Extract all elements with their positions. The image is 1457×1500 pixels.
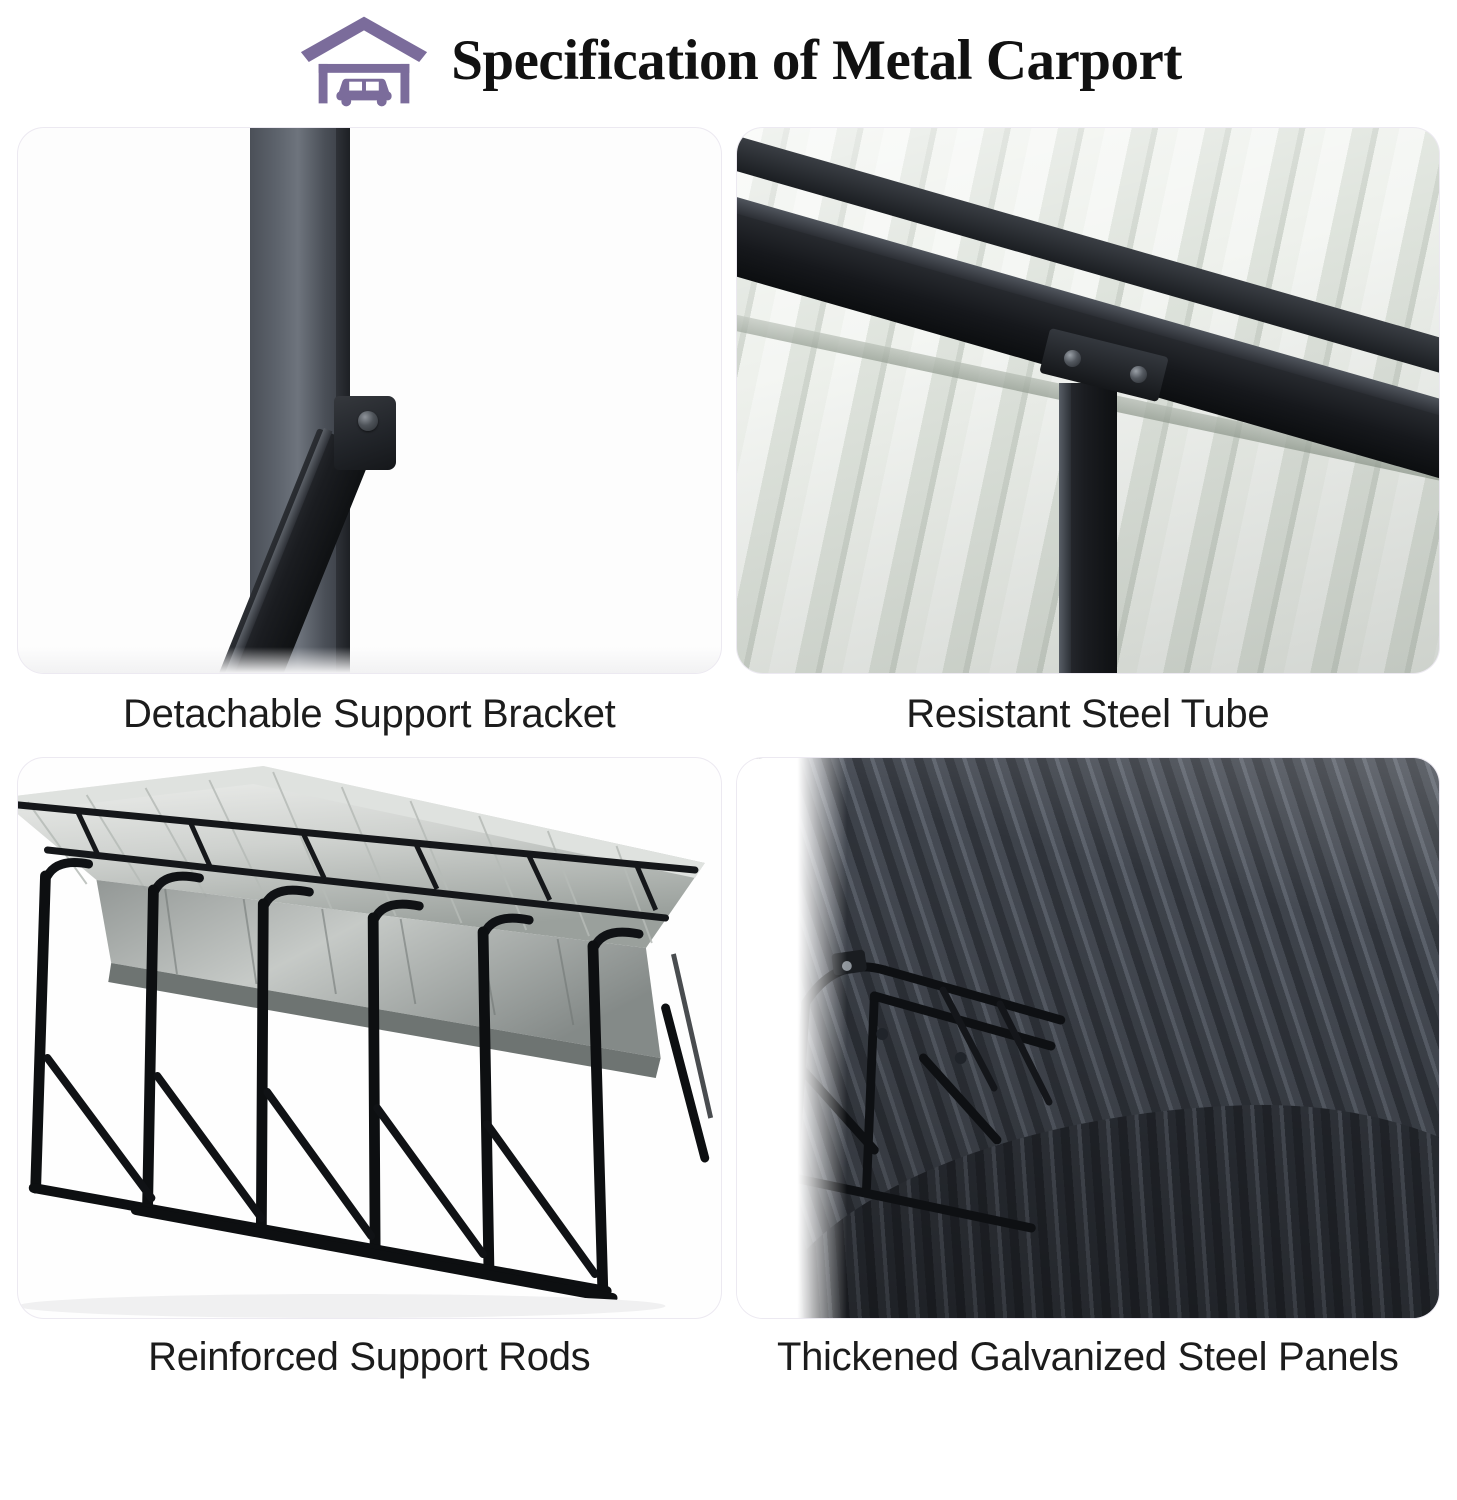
- spec-caption: Resistant Steel Tube: [906, 692, 1270, 736]
- steel-column-highlight: [1058, 383, 1071, 673]
- carport-garage-car-icon: [301, 16, 428, 107]
- bracket-photo: [18, 128, 721, 673]
- specification-grid: Detachable Support Bracket Resistant Ste…: [0, 120, 1457, 1393]
- spec-card-reinforced-support-rods: Reinforced Support Rods: [10, 750, 729, 1393]
- joint-bolt-left: [1063, 350, 1081, 367]
- spec-card-thickened-galvanized-steel-panels: Thickened Galvanized Steel Panels: [729, 750, 1448, 1393]
- spec-card-detachable-support-bracket: Detachable Support Bracket: [10, 120, 729, 750]
- steel-tube-photo: [736, 128, 1439, 673]
- carport-frame-photo: [18, 758, 721, 1319]
- spec-caption: Detachable Support Bracket: [123, 692, 616, 736]
- bracket-plate: [334, 396, 396, 470]
- photo-left-fade: [736, 758, 847, 1319]
- carport-frame-drawing: [18, 766, 714, 1319]
- spec-caption: Reinforced Support Rods: [148, 1335, 591, 1380]
- floor-shadow: [18, 647, 721, 673]
- page-title: Specification of Metal Carport: [451, 28, 1182, 92]
- page-header: Specification of Metal Carport: [0, 0, 1457, 120]
- galvanized-panels-photo: [736, 758, 1439, 1319]
- joint-bolt-right: [1129, 366, 1147, 383]
- spec-caption: Thickened Galvanized Steel Panels: [776, 1335, 1399, 1380]
- spec-card-resistant-steel-tube: Resistant Steel Tube: [729, 120, 1448, 750]
- bracket-bolt: [358, 411, 378, 431]
